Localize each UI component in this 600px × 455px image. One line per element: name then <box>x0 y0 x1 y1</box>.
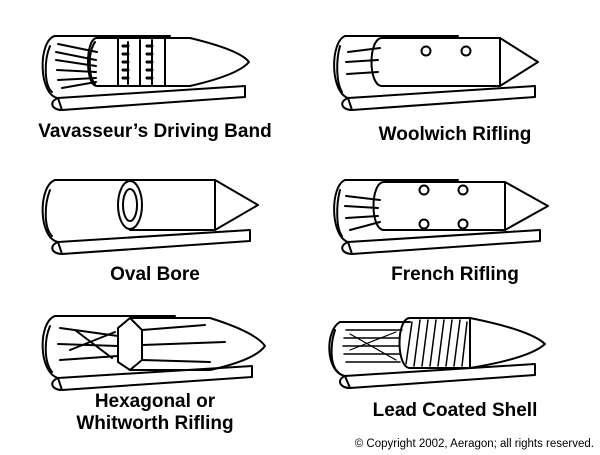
copyright-notice: © Copyright 2002, Aeragon; all rights re… <box>355 438 594 450</box>
label-lead-coated-shell: Lead Coated Shell <box>310 400 600 422</box>
label-line: Woolwich Rifling <box>310 124 600 146</box>
hexagonal-shell-illustration <box>43 316 265 390</box>
label-french-rifling: French Rifling <box>310 264 600 286</box>
label-line: Whitworth Rifling <box>10 413 300 435</box>
label-hexagonal-whitworth-rifling: Hexagonal or Whitworth Rifling <box>10 391 300 435</box>
label-oval-bore: Oval Bore <box>10 264 300 286</box>
label-line: French Rifling <box>310 264 600 286</box>
oval-bore-shell-illustration <box>43 180 258 254</box>
driving-band-shell-illustration <box>43 36 249 110</box>
french-rifling-shell-illustration <box>334 180 548 254</box>
label-woolwich-rifling: Woolwich Rifling <box>310 124 600 146</box>
lead-coated-shell-illustration <box>329 318 545 388</box>
label-line: Hexagonal or <box>10 391 300 413</box>
woolwich-studded-shell-illustration <box>334 36 538 110</box>
label-vavasseurs-driving-band: Vavasseur’s Driving Band <box>10 121 300 143</box>
label-line: Oval Bore <box>10 264 300 286</box>
label-line: Vavasseur’s Driving Band <box>10 121 300 143</box>
label-line: Lead Coated Shell <box>310 400 600 422</box>
